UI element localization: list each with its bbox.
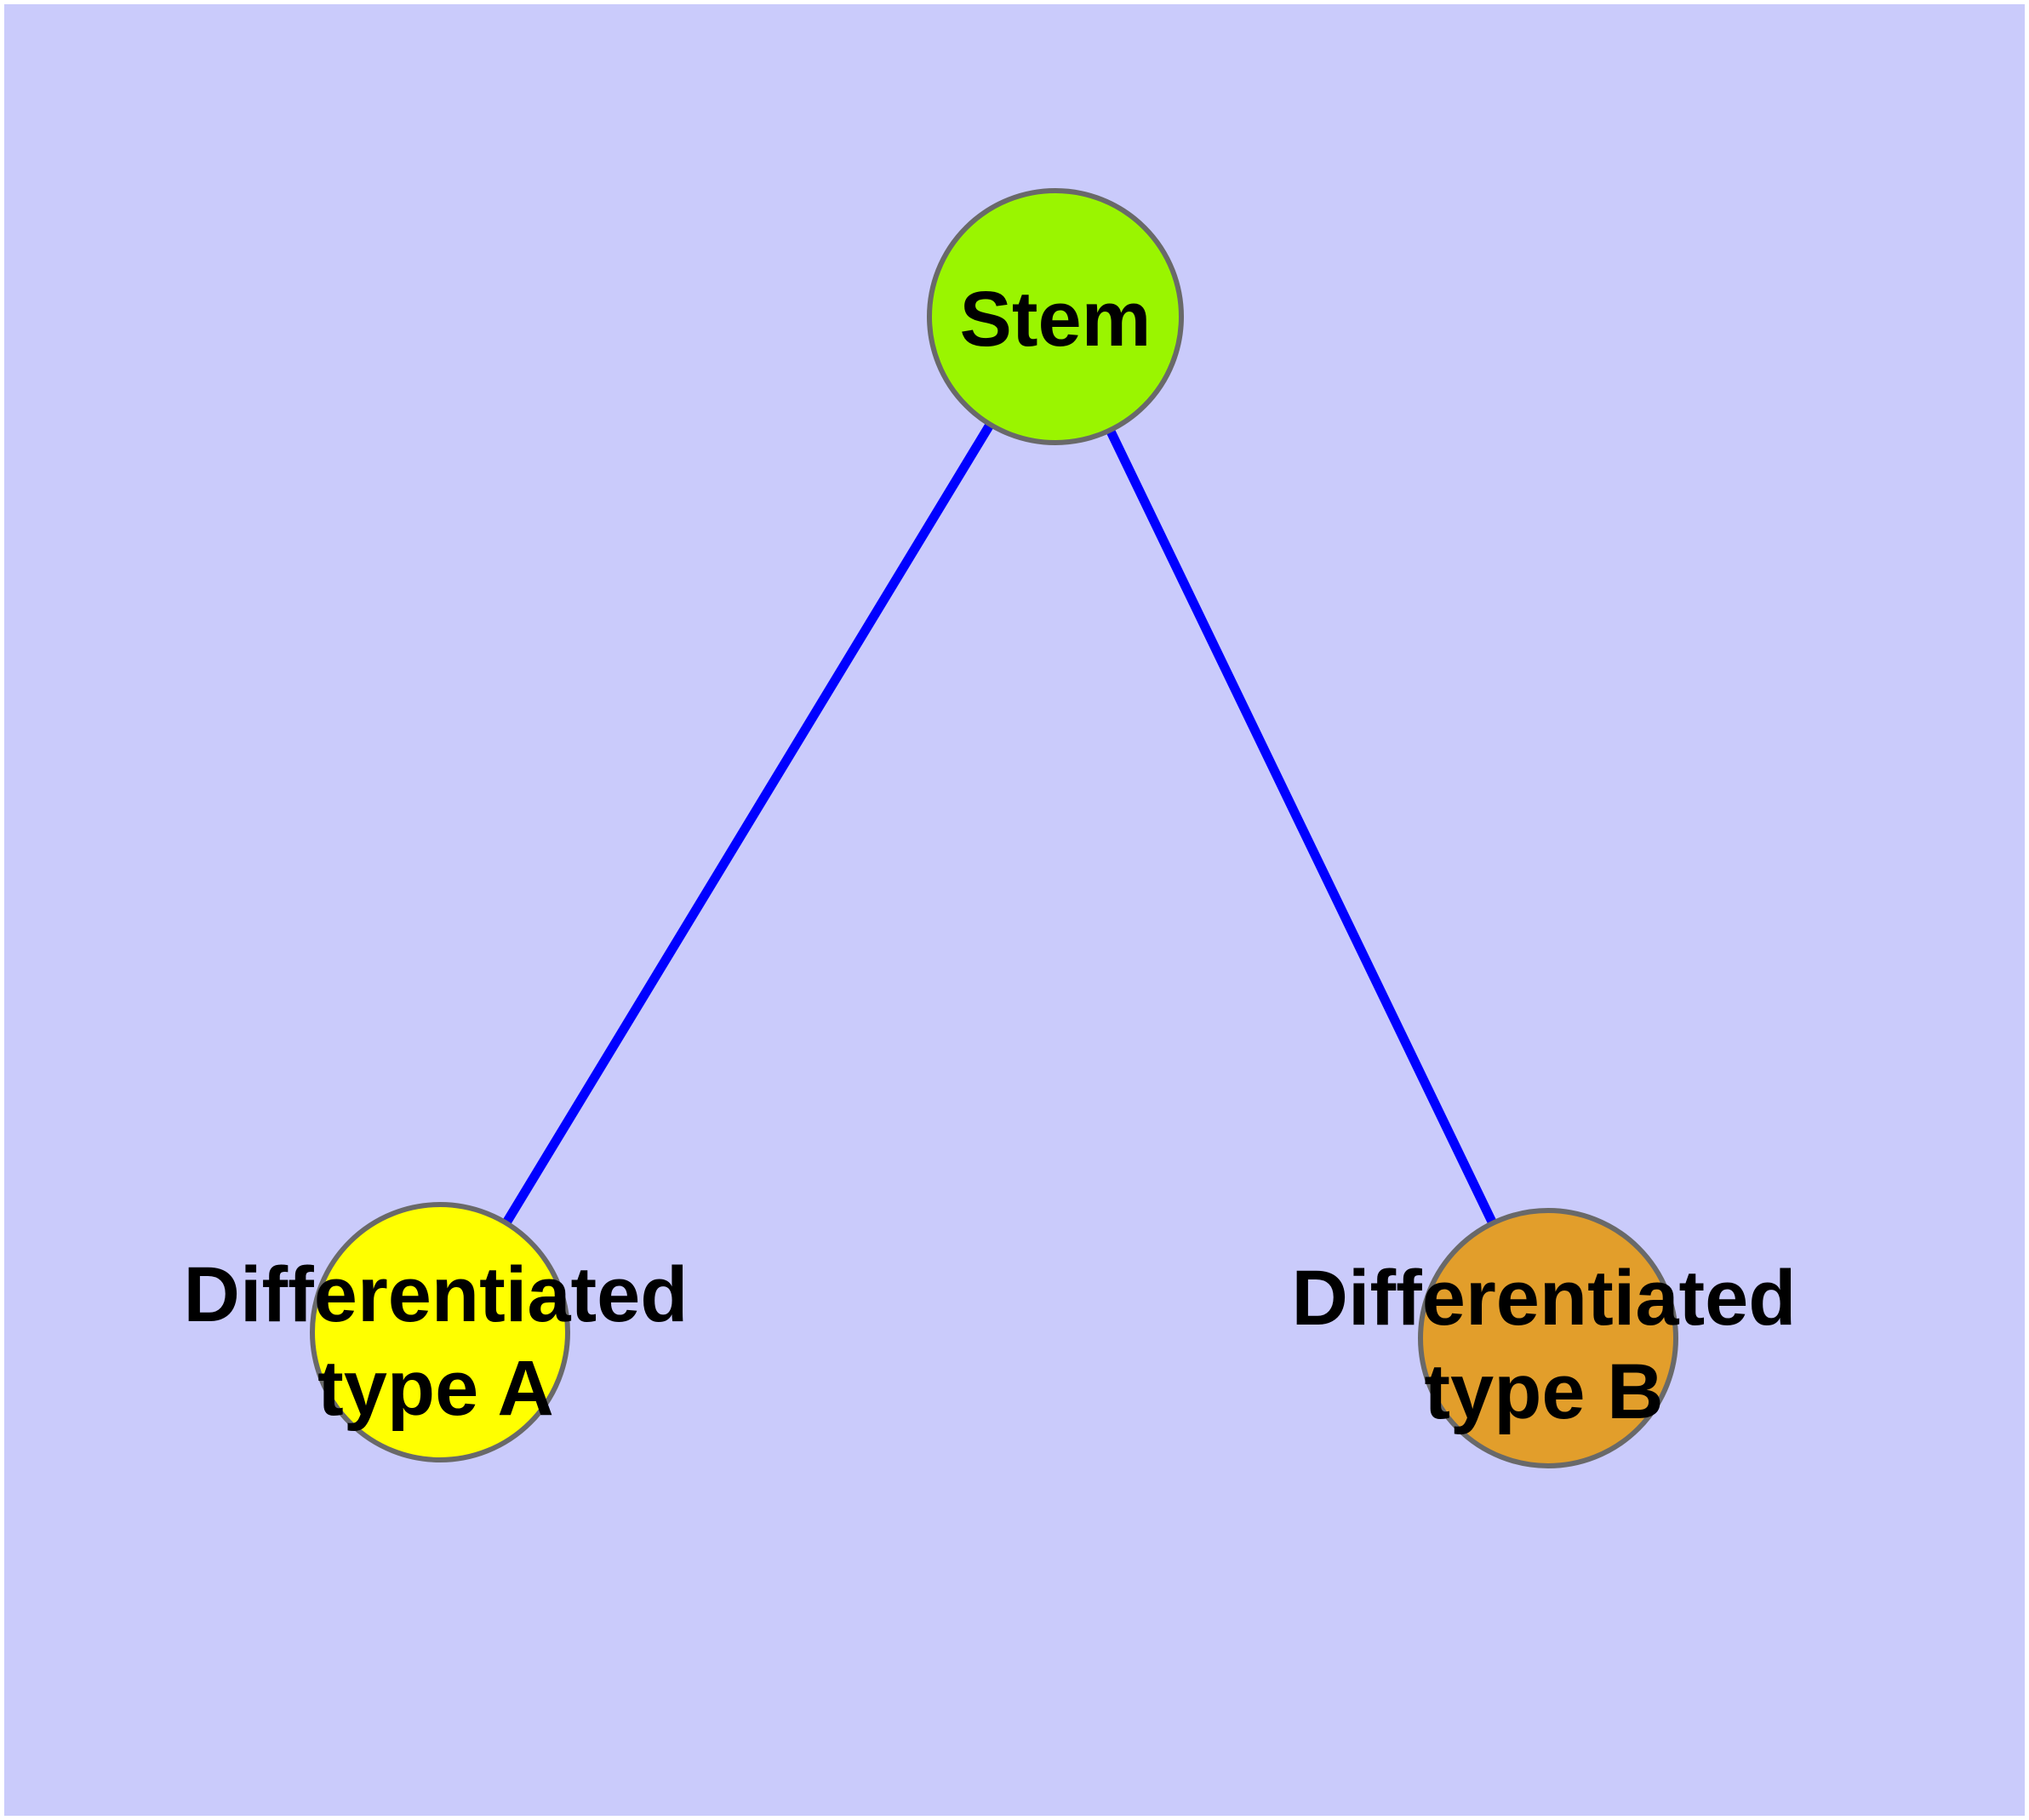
node-differentiated-type-a-circle (310, 1202, 570, 1462)
edge-stem-to-type-b (1051, 314, 1552, 1341)
edge-stem-to-type-a (436, 314, 1060, 1335)
node-differentiated-type-a-label-line1: Differentiated (184, 1251, 689, 1338)
node-stem-label: Stem (960, 276, 1152, 363)
node-differentiated-type-b-circle (1418, 1208, 1678, 1468)
node-differentiated-type-b-label-line2: type B (1424, 1348, 1663, 1435)
node-differentiated-type-a-label-line2: type A (317, 1345, 554, 1432)
node-stem-circle (927, 188, 1184, 445)
node-differentiated-type-b-label-line1: Differentiated (1292, 1255, 1797, 1342)
